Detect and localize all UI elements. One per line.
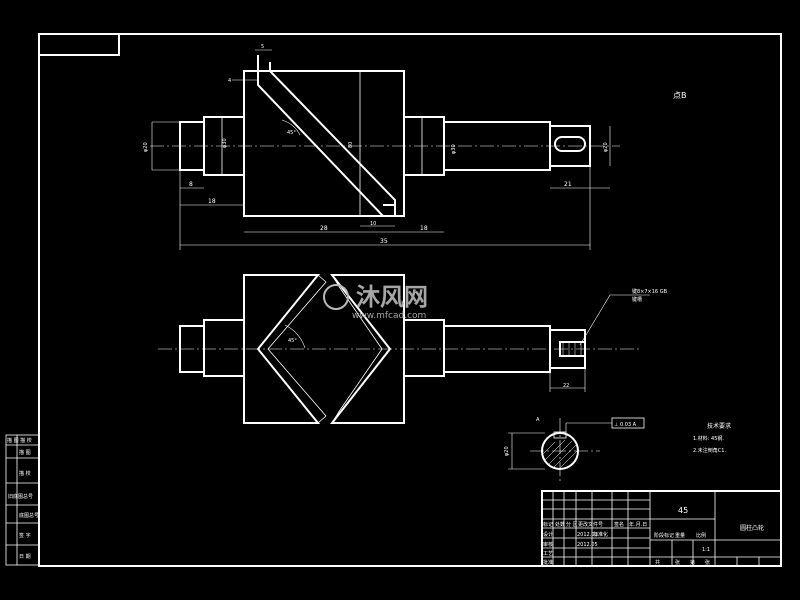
top-angle: 45° <box>288 338 297 344</box>
cam-groove <box>257 70 396 217</box>
watermark-url: www.mfcad.com <box>352 311 426 321</box>
tb-sheet-num: 张 <box>675 559 680 566</box>
tb-header-1: 处数 <box>555 521 565 528</box>
front-view: 35 28 18 18 8 21 10 φ20 φ20 φ30 φ30 80 5… <box>143 44 687 250</box>
section-view: φ20 A ⊥ 0.03 A <box>504 417 645 483</box>
tb-approve: 批准 <box>543 559 553 566</box>
tb-scale: 比例 <box>696 532 706 539</box>
side-row-6: 日 期 <box>19 554 31 560</box>
front-view-note: 点B <box>673 91 687 100</box>
dim-body: 28 <box>320 225 328 232</box>
dim-groove-angle: 45° <box>287 130 296 136</box>
cam-body-left-half <box>243 274 321 424</box>
side-row-5: 签 字 <box>19 532 31 539</box>
dim-slot-bottom: 10 <box>370 221 376 227</box>
side-table: 描 图 描 校 描 图 描 校 旧底图总号 底图总号 签 字 日 期 <box>5 434 40 566</box>
dim-shaft-dia-2: φ30 <box>451 144 457 154</box>
section-tolerance: ⊥ 0.03 A <box>614 422 637 428</box>
tb-design: 设计 <box>543 531 553 538</box>
side-row-0: 描 图 描 校 <box>7 437 32 444</box>
tb-header-3: 更改文件号 <box>578 521 603 528</box>
dim-total: 35 <box>380 238 388 245</box>
side-row-3: 旧底图总号 <box>8 493 33 500</box>
dim-right-dia: φ20 <box>603 142 609 152</box>
dim-left-tip: 8 <box>189 181 193 188</box>
tech-req-title: 技术要求 <box>707 422 731 430</box>
dim-right-step: 18 <box>420 225 428 232</box>
dim-top-slot-2: 4 <box>228 78 231 84</box>
tech-req-item1: 1.材料: 45钢. <box>693 435 724 442</box>
dim-shaft-dia-1: φ30 <box>222 138 228 148</box>
cam-body <box>243 70 405 217</box>
watermark-logo-icon <box>323 284 349 310</box>
side-row-1: 描 图 <box>19 449 31 456</box>
tb-weight: 重量 <box>675 532 685 539</box>
tb-scale-value: 1:1 <box>702 547 710 553</box>
tech-requirements: 技术要求 1.材料: 45钢. 2.未注倒角C1. <box>693 422 731 454</box>
tb-header-2: 分 区 <box>566 521 578 528</box>
title-block: 标记 处数 分 区 更改文件号 签名 年.月.日 设计 审核 工艺 批准 201… <box>541 490 782 567</box>
top-right-collar <box>403 319 445 377</box>
top-view: 45° 22 键8×7×16 GB 键槽 <box>158 274 668 424</box>
keyway-dim: 22 <box>563 383 569 389</box>
right-shaft-end <box>549 125 591 167</box>
side-row-4: 底图总号 <box>19 512 39 519</box>
watermark-brand: 沐风网 <box>356 283 428 311</box>
keyway-slot <box>554 136 586 152</box>
top-left-collar <box>203 319 245 377</box>
keyway-note-1: 键8×7×16 GB <box>632 288 668 295</box>
side-row-2: 描 校 <box>19 470 31 477</box>
dim-right-shaft: 21 <box>564 181 572 188</box>
tb-sheet-page: 张 <box>705 559 710 566</box>
keyway-note-2: 键槽 <box>632 296 642 303</box>
tb-part-name: 圆柱凸轮 <box>740 524 764 532</box>
tb-header-5: 年.月.日 <box>629 521 647 528</box>
tb-sheet-of: 第 <box>690 559 695 566</box>
tb-stage: 阶段标记 <box>654 532 674 539</box>
tb-sheet-total: 共 <box>655 559 660 566</box>
tb-sign1: 标准化 <box>593 531 608 538</box>
tb-date2: 2012.05 <box>577 542 598 548</box>
dim-body-height: 80 <box>348 142 354 148</box>
tech-req-item2: 2.未注倒角C1. <box>693 447 726 454</box>
drawing-border <box>38 33 782 567</box>
tb-header-0: 标记 <box>543 521 553 528</box>
watermark: 沐风网 www.mfcad.com <box>323 283 428 321</box>
cam-body-right-half <box>329 274 405 424</box>
section-datum: A <box>536 417 540 423</box>
tb-header-4: 签名 <box>614 521 624 528</box>
dim-left-step: 18 <box>208 198 216 205</box>
tb-material: 45 <box>678 506 688 515</box>
dim-left-dia: φ20 <box>143 142 149 152</box>
section-diameter: φ20 <box>504 446 510 456</box>
tb-date1: 2012.03 <box>577 532 598 538</box>
tb-check: 审核 <box>543 541 553 548</box>
section-circle <box>541 432 579 470</box>
tb-process: 工艺 <box>543 551 553 557</box>
reverse-code-box <box>38 33 120 56</box>
dim-top-slot: 5 <box>261 44 264 50</box>
